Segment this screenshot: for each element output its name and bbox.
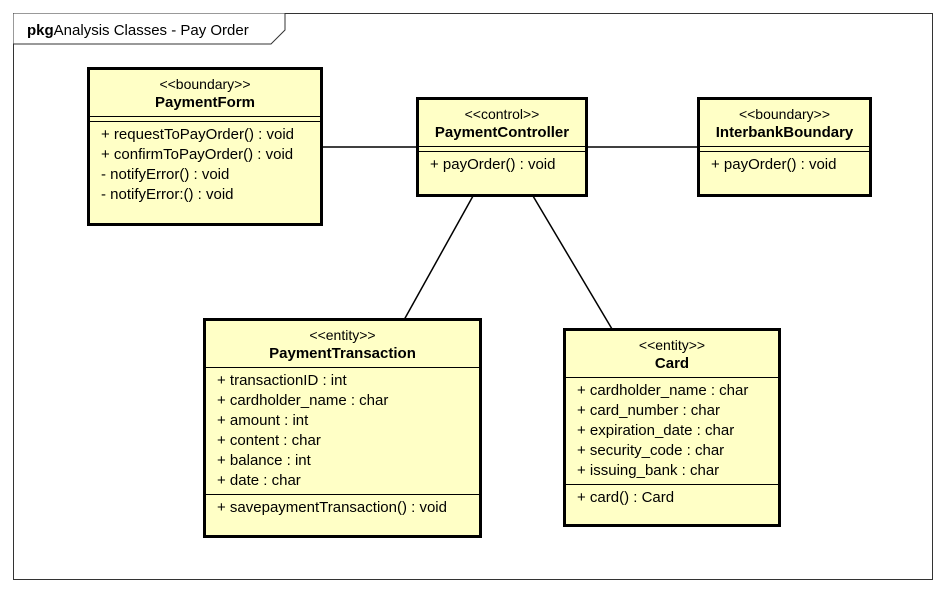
class-stereotype: <<control>>	[464, 106, 540, 122]
operation: - notifyError() : void	[101, 166, 230, 183]
class-stereotype: <<boundary>>	[738, 106, 831, 122]
class-stereotype: <<boundary>>	[159, 76, 251, 92]
attributes-compartment	[419, 146, 585, 151]
package-title: pkgAnalysis Classes - Pay Order	[27, 21, 249, 41]
attributes-compartment: + cardholder_name : char + card_number :…	[566, 377, 778, 484]
attribute: + transactionID : int	[217, 372, 347, 389]
class-name: PaymentForm	[154, 94, 256, 111]
association-controller-card	[532, 195, 613, 330]
class-name: PaymentTransaction	[269, 345, 416, 362]
operation: + card() : Card	[577, 489, 675, 506]
class-interbank-boundary[interactable]: <<boundary>> InterbankBoundary + payOrde…	[697, 97, 872, 197]
package-frame	[13, 13, 933, 580]
attribute: + security_code : char	[577, 442, 725, 459]
class-payment-form[interactable]: <<boundary>> PaymentForm + requestToPayO…	[87, 67, 323, 226]
class-payment-controller[interactable]: <<control>> PaymentController + payOrder…	[416, 97, 588, 197]
operations-compartment: + payOrder() : void	[419, 151, 585, 178]
class-stereotype: <<entity>>	[638, 337, 706, 353]
class-card[interactable]: <<entity>> Card + cardholder_name : char…	[563, 328, 781, 527]
attributes-compartment	[90, 116, 320, 121]
attribute: + cardholder_name : char	[577, 382, 749, 399]
operation: + savepaymentTransaction() : void	[217, 499, 447, 516]
attributes-compartment	[700, 146, 869, 151]
attribute: + cardholder_name : char	[217, 392, 389, 409]
association-controller-transaction	[403, 195, 474, 321]
class-payment-transaction[interactable]: <<entity>> PaymentTransaction + transact…	[203, 318, 482, 538]
attribute: + issuing_bank : char	[577, 462, 720, 479]
package-frame-tab	[13, 13, 286, 45]
class-stereotype: <<entity>>	[309, 327, 376, 343]
operation: + payOrder() : void	[711, 156, 837, 173]
class-name: InterbankBoundary	[715, 124, 854, 141]
class-name: Card	[654, 355, 690, 372]
operation: + confirmToPayOrder() : void	[101, 146, 294, 163]
package-keyword: pkg	[27, 22, 54, 39]
operation: + requestToPayOrder() : void	[101, 126, 295, 143]
operation: + payOrder() : void	[430, 156, 556, 173]
operations-compartment: + payOrder() : void	[700, 151, 869, 178]
package-name: Analysis Classes - Pay Order	[53, 22, 249, 39]
attributes-compartment: + transactionID : int + cardholder_name …	[206, 367, 479, 494]
operation: - notifyError:() : void	[101, 186, 234, 203]
attribute: + card_number : char	[577, 402, 720, 419]
operations-compartment: + requestToPayOrder() : void + confirmTo…	[90, 121, 320, 208]
class-name: PaymentController	[434, 124, 570, 141]
attribute: + balance : int	[217, 452, 311, 469]
attribute: + expiration_date : char	[577, 422, 735, 439]
attribute: + content : char	[217, 432, 321, 449]
operations-compartment: + card() : Card	[566, 484, 778, 511]
attribute: + amount : int	[217, 412, 309, 429]
operations-compartment: + savepaymentTransaction() : void	[206, 494, 479, 521]
attribute: + date : char	[217, 472, 301, 489]
